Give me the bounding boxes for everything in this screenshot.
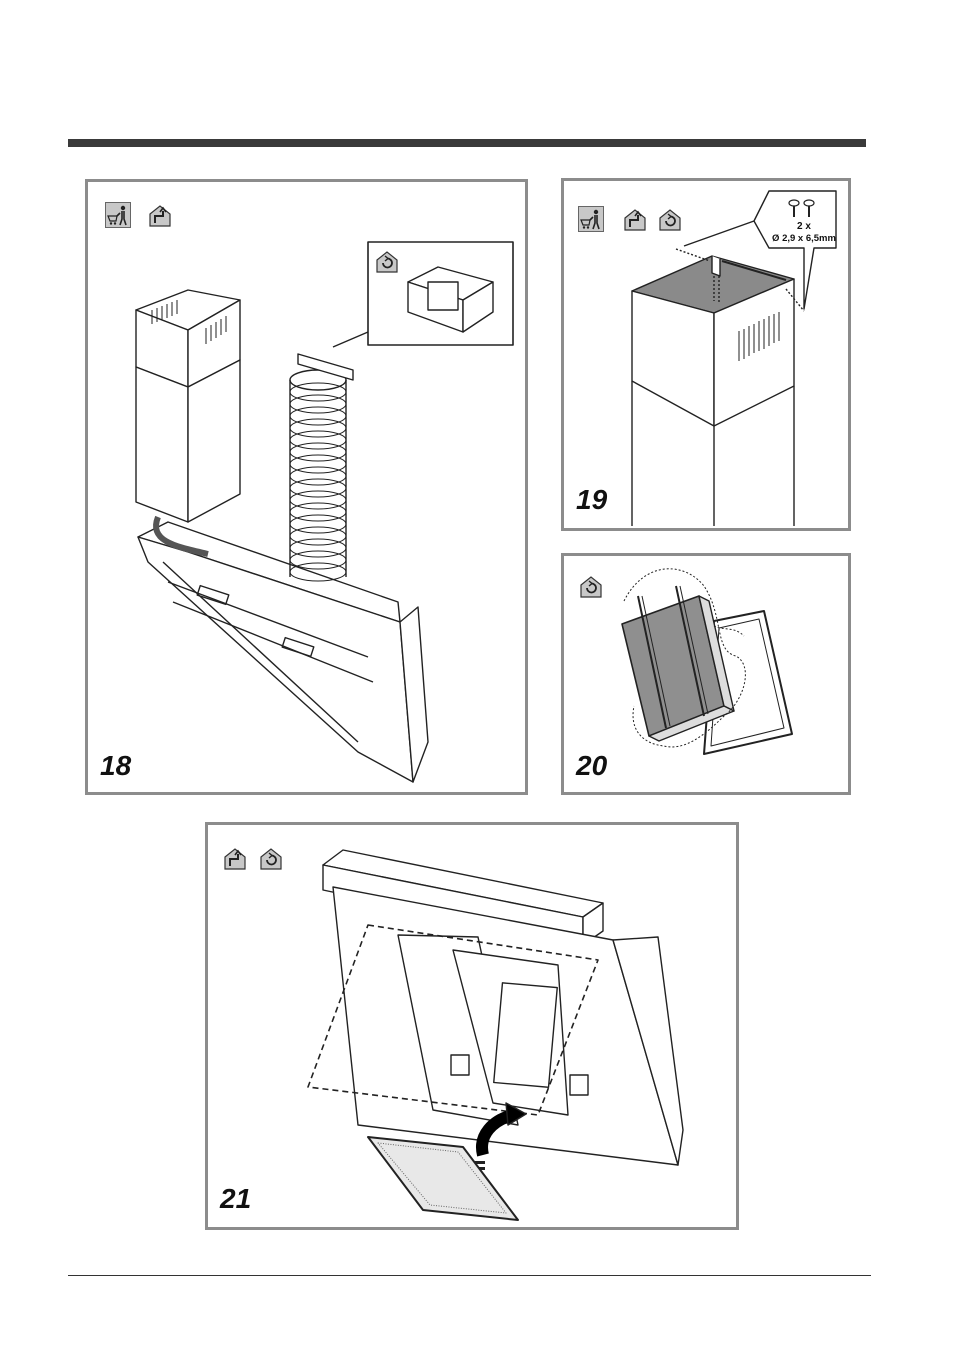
ducted-house-icon [147, 202, 173, 228]
figure-number: 20 [576, 752, 607, 780]
figure-18-illustration [88, 182, 528, 795]
figure-number: 18 [100, 752, 131, 780]
recirculation-house-icon [578, 573, 604, 599]
screw-quantity: 2 x [769, 221, 839, 233]
cart-person-icon [105, 202, 131, 228]
header-bar [68, 139, 866, 147]
ducted-house-icon [222, 845, 248, 871]
figure-18-panel: 18 [85, 179, 528, 795]
screw-spec: Ø 2,9 x 6,5mm [765, 233, 843, 245]
figure-19-panel: 2 x Ø 2,9 x 6,5mm 19 [561, 178, 851, 531]
recirculation-house-icon [258, 845, 284, 871]
figure-number: 19 [576, 486, 607, 514]
recirculation-house-icon [374, 248, 400, 274]
recirculation-house-icon [657, 206, 683, 232]
ducted-house-icon [622, 206, 648, 232]
figure-21-panel: 21 [205, 822, 739, 1230]
footer-rule [68, 1275, 871, 1276]
figure-20-panel: 20 [561, 553, 851, 795]
figure-21-illustration [208, 825, 739, 1230]
cart-person-icon [578, 206, 604, 232]
figure-number: 21 [220, 1185, 251, 1213]
